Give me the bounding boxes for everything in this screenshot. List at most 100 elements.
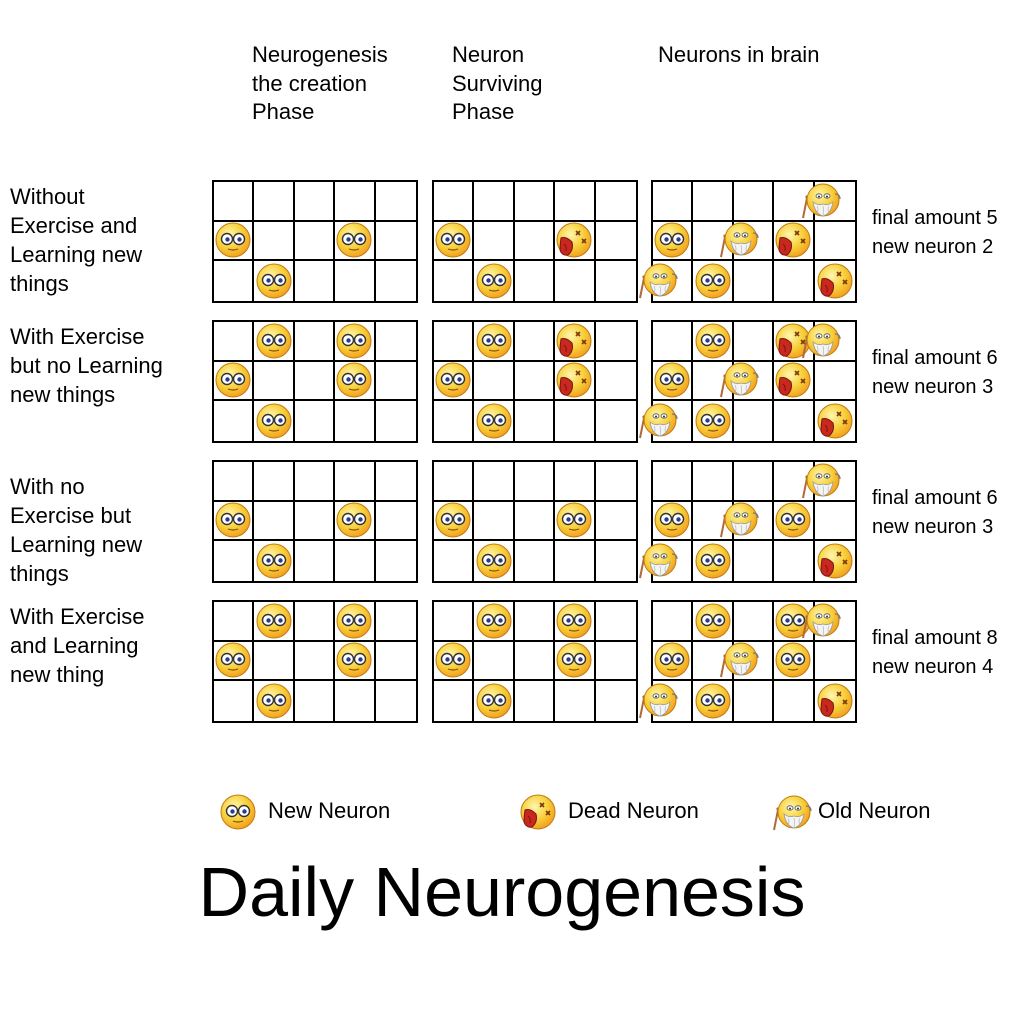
new-neuron-icon	[336, 362, 372, 398]
grid-cell	[801, 182, 855, 222]
new-neuron-icon	[775, 502, 811, 538]
result-row-4: final amount 8 new neuron 4	[872, 624, 998, 682]
grid-cell	[653, 361, 694, 402]
final-amount: final amount 6	[872, 487, 998, 509]
grid-cell	[254, 182, 295, 222]
grid-cell	[639, 541, 694, 581]
grid-cell	[595, 322, 636, 362]
dead-neuron-icon	[556, 323, 592, 359]
grid-cell	[653, 501, 694, 542]
new-neuron-icon	[476, 603, 512, 639]
creation-phase-grid	[212, 460, 418, 583]
grid-cell	[653, 462, 694, 502]
new-neuron-icon	[256, 403, 292, 439]
new-neuron-count: new neuron 3	[872, 376, 994, 398]
grid-cell	[335, 261, 376, 301]
grid-cell	[214, 602, 255, 642]
surviving-phase-grid	[432, 460, 638, 583]
new-neuron-icon	[215, 222, 251, 258]
grid-cell	[474, 681, 515, 721]
grid-cell	[376, 541, 416, 581]
grid-cell	[595, 222, 636, 262]
grid-cell	[375, 462, 416, 502]
new-neuron-icon	[215, 502, 251, 538]
grid-cell	[295, 401, 336, 441]
new-neuron-icon	[435, 362, 471, 398]
grid-cell	[254, 541, 295, 581]
new-neuron-icon	[256, 683, 292, 719]
grid-cell	[693, 261, 734, 301]
grid-cell	[214, 182, 255, 222]
grid-cell	[254, 501, 295, 542]
grid-cell	[514, 641, 556, 682]
grid-cell	[335, 602, 376, 642]
grid-cell	[514, 501, 556, 542]
grid-cell	[434, 501, 475, 542]
new-neuron-count: new neuron 3	[872, 516, 994, 538]
dead-neuron-icon	[556, 222, 592, 258]
grid-cell	[214, 541, 255, 581]
new-neuron-icon	[695, 323, 731, 359]
grid-cell	[254, 462, 295, 502]
grid-cell	[555, 541, 596, 581]
grid-cell	[254, 221, 295, 262]
column-header-surviving: Neuron Surviving Phase	[452, 42, 543, 124]
result-row-1: final amount 5 new neuron 2	[872, 204, 998, 262]
grid-cell	[693, 322, 734, 362]
grid-cell	[434, 541, 475, 581]
new-neuron-icon	[695, 603, 731, 639]
old-neuron-icon	[639, 263, 678, 299]
grid-cell	[595, 642, 636, 682]
dead-neuron-icon	[817, 403, 853, 439]
grid-cell	[515, 541, 556, 581]
creation-phase-grid	[212, 320, 418, 443]
grid-cell	[214, 221, 255, 262]
grid-cell	[434, 401, 475, 441]
dead-neuron-icon	[556, 362, 592, 398]
grid-cell	[815, 681, 855, 721]
grid-cell	[515, 401, 556, 441]
legend-new-label: New Neuron	[268, 798, 391, 823]
grid-cell	[774, 541, 815, 581]
final-amount: final amount 6	[872, 347, 998, 369]
grid-cell	[376, 261, 416, 301]
grid-cell	[214, 322, 255, 362]
grid-cell	[375, 182, 416, 222]
surviving-phase-grid	[432, 180, 638, 303]
legend-old-label: Old Neuron	[818, 798, 931, 823]
grid-cell	[434, 261, 475, 301]
new-neuron-icon	[215, 362, 251, 398]
grid-cell	[335, 361, 376, 402]
grid-cell	[474, 322, 515, 362]
surviving-phase-grid	[432, 320, 638, 443]
grid-cell	[514, 462, 556, 502]
new-neuron-icon	[256, 323, 292, 359]
row-label-learning-no-exercise: With no Exercise but Learning new things	[10, 474, 143, 586]
new-neuron-count: new neuron 2	[872, 236, 994, 258]
grid-cell	[734, 681, 775, 721]
grid-cell	[375, 642, 416, 682]
old-neuron-icon	[801, 323, 841, 359]
grid-cell	[815, 401, 855, 441]
final-amount: final amount 5	[872, 207, 998, 229]
grid-cell	[254, 681, 295, 721]
dead-neuron-icon	[775, 362, 811, 398]
grid-cell	[214, 401, 255, 441]
row-label-no-exercise-no-learning: Without Exercise and Learning new things	[10, 184, 143, 296]
dead-neuron-icon	[775, 323, 811, 359]
new-neuron-icon	[476, 543, 512, 579]
grid-cell	[693, 541, 734, 581]
grid-cell	[596, 261, 636, 301]
grid-cell	[474, 641, 515, 682]
grid-cell	[555, 641, 596, 682]
grid-cell	[335, 462, 376, 502]
legend-dead-label: Dead Neuron	[568, 798, 699, 823]
grid-cell	[214, 261, 255, 301]
grid-cell	[514, 221, 556, 262]
grid-cell	[294, 322, 336, 362]
grid-cell	[555, 602, 596, 642]
grid-cell	[733, 462, 775, 502]
grid-cell	[434, 641, 475, 682]
grid-cell	[434, 221, 475, 262]
grid-cell	[814, 222, 855, 262]
